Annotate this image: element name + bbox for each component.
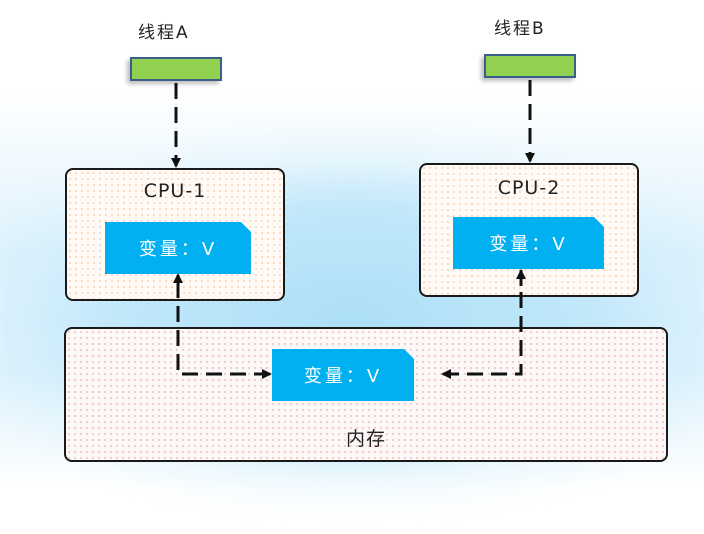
memory-variable: 变量：V (272, 349, 414, 401)
thread-b-label: 线程B (494, 19, 546, 39)
memory-to-cpu-1-path (176, 274, 270, 376)
thread-a-label: 线程A (138, 23, 190, 43)
cpu-2-box: CPU-2 变量：V (419, 163, 639, 297)
cpu-2-variable: 变量：V (453, 217, 604, 269)
memory-box: 内存 变量：V (64, 327, 668, 462)
thread-a-block (130, 57, 222, 81)
thread-b-block (484, 54, 576, 78)
cpu-1-title: CPU-1 (143, 180, 207, 202)
memory-title: 内存 (345, 428, 386, 450)
cpu-1-variable: 变量：V (105, 222, 251, 274)
memory-to-cpu-2-path (443, 270, 523, 376)
cpu-2-title: CPU-2 (497, 177, 561, 199)
